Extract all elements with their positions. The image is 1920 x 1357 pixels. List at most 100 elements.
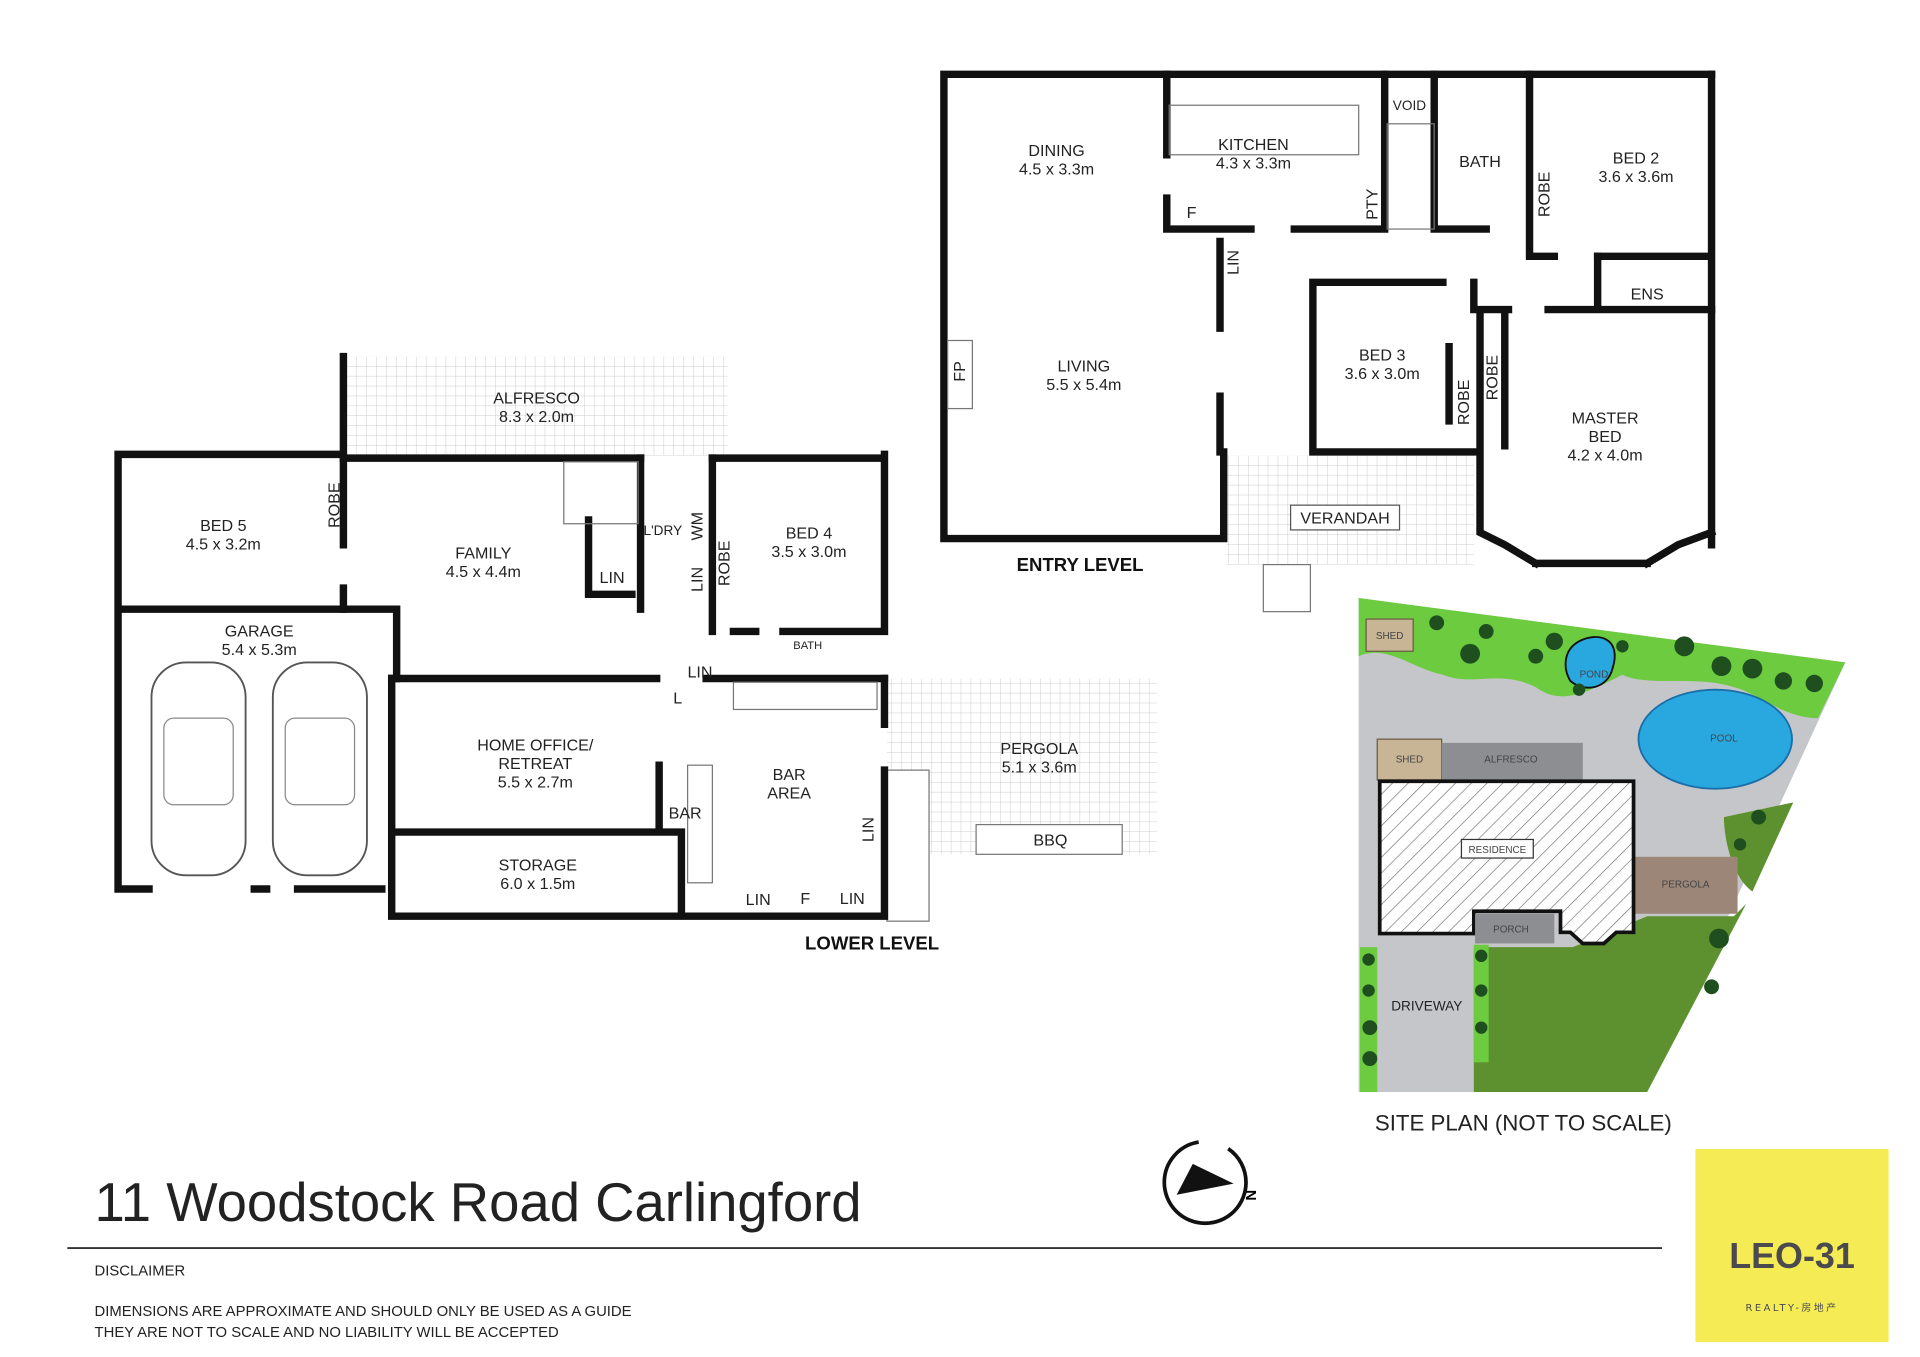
master-size: 4.2 x 4.0m	[1568, 447, 1643, 465]
family-label: FAMILY	[455, 544, 511, 562]
stairs	[563, 461, 639, 525]
lin-label: LIN	[1225, 250, 1243, 275]
lower-steps	[886, 769, 930, 922]
alfresco-label: ALFRESCO	[1484, 755, 1538, 766]
kitchen-bench	[1168, 104, 1360, 156]
bar-area-label-2: AREA	[767, 785, 811, 803]
office-label-2: RETREAT	[498, 755, 572, 773]
lin-label: LIN	[687, 663, 712, 681]
compass-north-label: N	[1242, 1190, 1258, 1201]
lin-label: LIN	[600, 569, 625, 587]
bed5-size: 4.5 x 3.2m	[186, 536, 261, 554]
living-size: 5.5 x 5.4m	[1046, 376, 1121, 394]
lin-label: LIN	[688, 567, 706, 592]
entry-steps	[1262, 563, 1312, 613]
dining-size: 4.5 x 3.3m	[1019, 161, 1094, 179]
lower-level-plan: ALFRESCO 8.3 x 2.0m BED 5 4.5 x 3.2m FAM…	[114, 352, 1157, 954]
driveway-label: DRIVEWAY	[1391, 998, 1462, 1013]
pergola-label: PERGOLA	[1000, 740, 1078, 758]
kitchenette-bench	[732, 681, 878, 711]
logo-name: LEO-31	[1729, 1236, 1855, 1276]
storage-label: STORAGE	[499, 856, 578, 874]
bbq-label: BBQ	[1033, 832, 1067, 850]
pool	[1637, 688, 1793, 790]
leo31-realty-logo: LEO-31 REALTY-房地产	[1695, 1148, 1889, 1343]
storage-size: 6.0 x 1.5m	[500, 875, 575, 893]
void-label: VOID	[1393, 98, 1426, 113]
office-label-1: HOME OFFICE/	[477, 736, 594, 754]
alfresco-label: ALFRESCO	[493, 390, 580, 408]
robe-label: ROBE	[1483, 355, 1501, 401]
f-label: F	[800, 890, 810, 908]
office-size: 5.5 x 2.7m	[498, 773, 573, 791]
bar-area-label-1: BAR	[773, 766, 806, 784]
garden-bed-right	[1473, 802, 1794, 1093]
bbq-bench	[975, 823, 1123, 855]
pond	[1564, 636, 1616, 689]
fridge-label: F	[1187, 204, 1197, 222]
disclaimer-line-1: DIMENSIONS ARE APPROXIMATE AND SHOULD ON…	[95, 1304, 632, 1320]
robe-label: ROBE	[326, 482, 344, 528]
shed-label: SHED	[1396, 755, 1423, 766]
car-2	[271, 661, 368, 877]
bed3-label: BED 3	[1359, 346, 1406, 364]
pty-label: PTY	[1363, 188, 1381, 220]
stair-void	[1386, 123, 1435, 230]
bed2-size: 3.6 x 3.6m	[1598, 168, 1673, 186]
kitchen-size: 4.3 x 3.3m	[1216, 154, 1291, 172]
robe-label: ROBE	[1455, 379, 1473, 425]
master-label-2: BED	[1589, 428, 1622, 446]
bed2-label: BED 2	[1613, 149, 1660, 167]
disclaimer-heading: DISCLAIMER	[95, 1263, 186, 1279]
disclaimer-line-2: THEY ARE NOT TO SCALE AND NO LIABILITY W…	[95, 1325, 559, 1341]
garage-label: GARAGE	[225, 622, 294, 640]
pond-label: POND	[1580, 669, 1609, 680]
bed5-label: BED 5	[200, 517, 247, 535]
fp-label: FP	[951, 361, 969, 382]
pool-label: POOL	[1710, 734, 1738, 745]
site-plan: POND POOL SHED SHED ALFRESCO PERGOLA RES…	[1358, 598, 1846, 1135]
wm-label: WM	[688, 512, 706, 541]
family-size: 4.5 x 4.4m	[446, 563, 521, 581]
residence	[1377, 779, 1636, 946]
pergola-size: 5.1 x 3.6m	[1002, 759, 1077, 777]
driveway-garden-left	[1359, 947, 1378, 1093]
bed4-size: 3.5 x 3.0m	[771, 543, 846, 561]
verandah-label: VERANDAH	[1300, 510, 1389, 528]
fireplace	[946, 339, 974, 410]
bath-label: BATH	[793, 640, 822, 652]
bath-label: BATH	[1459, 153, 1501, 171]
logo-tagline: REALTY-房地产	[1746, 1301, 1839, 1314]
car-1	[150, 661, 247, 877]
alfresco-deck	[345, 356, 728, 456]
entry-level-plan: DINING 4.5 x 3.3m KITCHEN 4.3 x 3.3m LIV…	[940, 70, 1717, 613]
alfresco-size: 8.3 x 2.0m	[499, 408, 574, 426]
robe-label: ROBE	[716, 540, 734, 586]
bar-counter	[686, 764, 713, 884]
property-address-title: 11 Woodstock Road Carlingford	[95, 1172, 862, 1233]
robe-label: ROBE	[1535, 171, 1553, 217]
bed4-label: BED 4	[786, 525, 833, 543]
driveway-garden-right	[1473, 944, 1489, 1063]
shrubs	[1362, 615, 1823, 1067]
dining-label: DINING	[1028, 142, 1084, 160]
kitchen-label: KITCHEN	[1218, 136, 1289, 154]
lin-label: LIN	[859, 817, 877, 842]
lower-level-label: LOWER LEVEL	[805, 933, 939, 954]
shed-label: SHED	[1376, 631, 1403, 642]
garage-size: 5.4 x 5.3m	[222, 641, 297, 659]
lin-label: LIN	[840, 890, 865, 908]
l-label: L	[673, 689, 682, 707]
entry-level-label: ENTRY LEVEL	[1017, 554, 1144, 575]
porch-label: PORCH	[1493, 924, 1529, 935]
lin-label: LIN	[746, 891, 771, 909]
ens-label: ENS	[1631, 286, 1664, 304]
bar-label: BAR	[669, 804, 702, 822]
pergola-label: PERGOLA	[1662, 880, 1710, 891]
master-label-1: MASTER	[1572, 409, 1639, 427]
north-compass-icon: N	[1162, 1139, 1258, 1226]
living-label: LIVING	[1057, 357, 1110, 375]
bed3-size: 3.6 x 3.0m	[1345, 365, 1420, 383]
site-plan-label: SITE PLAN (NOT TO SCALE)	[1375, 1110, 1672, 1135]
